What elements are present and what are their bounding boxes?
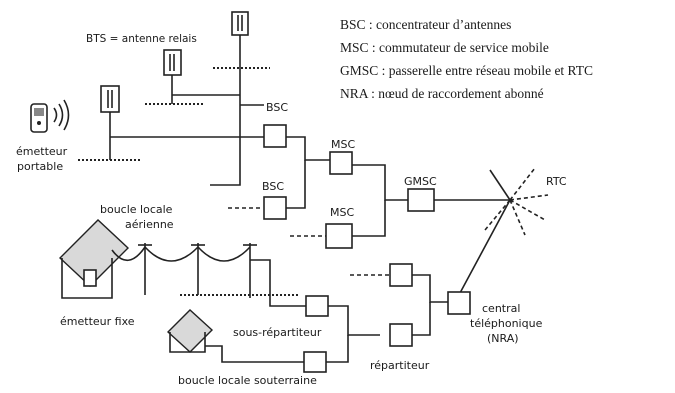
boucle-souterraine-label: boucle locale souterraine — [178, 374, 317, 387]
aerial-line-poles — [111, 243, 300, 298]
gmsc-box — [407, 188, 435, 212]
bts-antennas — [78, 11, 270, 161]
underground-box — [303, 351, 327, 373]
repartiteur-label: répartiteur — [370, 359, 430, 372]
central-label-3: (NRA) — [487, 332, 519, 345]
repartiteur-top-box — [389, 263, 413, 287]
boucle-aerienne-label-2: aérienne — [125, 218, 174, 231]
underground-wiring — [205, 274, 448, 363]
central-label-2: téléphonique — [470, 317, 543, 330]
central-box — [447, 291, 471, 315]
bts-label: BTS = antenne relais — [86, 33, 197, 45]
emetteur-portable-label-1: émetteur — [16, 145, 68, 158]
antenna-1-icon — [100, 85, 120, 113]
gmsc-label: GMSC — [404, 175, 437, 188]
legend-gmsc: GMSC : passerelle entre réseau mobile et… — [340, 63, 593, 78]
emetteur-fixe-label: émetteur fixe — [60, 315, 135, 328]
repartiteur-box — [389, 323, 413, 347]
underground-house-icon — [166, 309, 214, 353]
aerial-house-icon — [58, 219, 130, 299]
bsc-bottom-label: BSC — [262, 180, 284, 193]
sous-repartiteur-box — [305, 295, 329, 317]
antenna-3-icon — [231, 11, 249, 36]
bsc-bottom-box — [263, 196, 287, 220]
emetteur-portable-label-2: portable — [17, 160, 63, 173]
antenna-2-icon — [163, 49, 182, 76]
legend-nra: NRA : nœud de raccordement abonné — [340, 86, 544, 101]
rtc-label: RTC — [546, 175, 567, 188]
msc-top-box — [329, 151, 353, 175]
central-label-1: central — [482, 302, 520, 315]
msc-top-label: MSC — [331, 138, 355, 151]
sous-repartiteur-label: sous-répartiteur — [233, 326, 322, 339]
bsc-top-box — [263, 124, 287, 148]
bsc-top-label: BSC — [266, 101, 288, 114]
msc-bottom-label: MSC — [330, 206, 354, 219]
legend-msc: MSC : commutateur de service mobile — [340, 40, 549, 55]
legend-bsc: BSC : concentrateur d’antennes — [340, 17, 511, 32]
mobile-phone-icon — [30, 99, 70, 133]
rtc-star-icon — [459, 167, 549, 294]
msc-bottom-box — [325, 223, 353, 249]
legend: BSC : concentrateur d’antennes MSC : com… — [340, 17, 593, 101]
mobile-wiring — [109, 35, 510, 237]
boucle-aerienne-label-1: boucle locale — [100, 203, 173, 216]
